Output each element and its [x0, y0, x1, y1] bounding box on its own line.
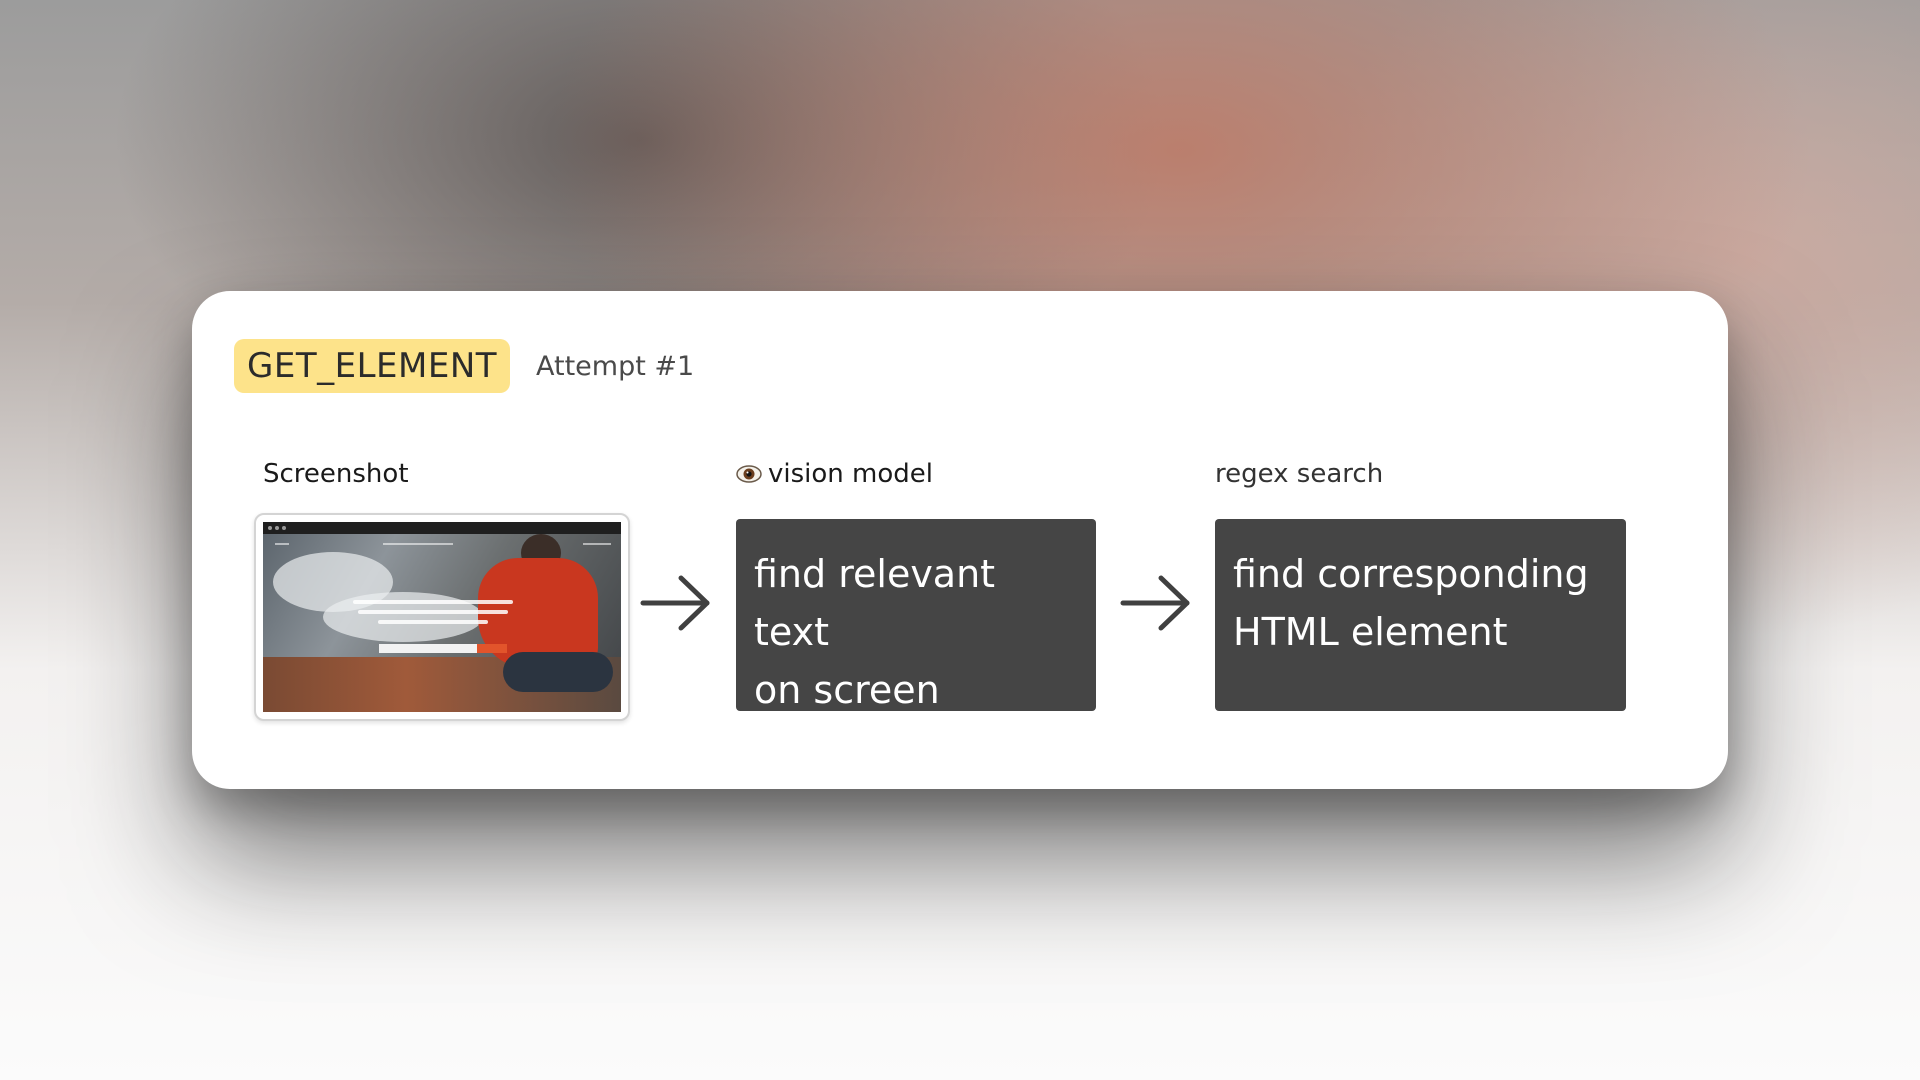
- pipeline-card: GET_ELEMENT Attempt #1 Screenshot vision…: [192, 291, 1728, 789]
- thumbnail-image: [263, 522, 621, 712]
- step-label-screenshot: Screenshot: [263, 459, 409, 489]
- vision-box-line-1: find relevant text: [754, 552, 996, 654]
- vision-box-line-2: on screen: [754, 668, 940, 712]
- eye-icon: [736, 465, 762, 483]
- arrow-right-icon: [1120, 575, 1190, 631]
- arrow-right-icon: [640, 575, 710, 631]
- step-label-regex: regex search: [1215, 459, 1384, 489]
- vision-model-box: find relevant text on screen: [736, 519, 1096, 712]
- regex-box-line-1: find corresponding: [1233, 552, 1589, 596]
- screenshot-thumbnail: [254, 513, 630, 721]
- attempt-label: Attempt #1: [536, 351, 695, 382]
- function-tag: GET_ELEMENT: [234, 339, 511, 393]
- regex-box-line-2: HTML element: [1233, 610, 1508, 654]
- regex-search-box: find corresponding HTML element: [1215, 519, 1626, 711]
- step-label-vision: vision model: [736, 456, 933, 492]
- vision-label-text: vision model: [768, 459, 933, 489]
